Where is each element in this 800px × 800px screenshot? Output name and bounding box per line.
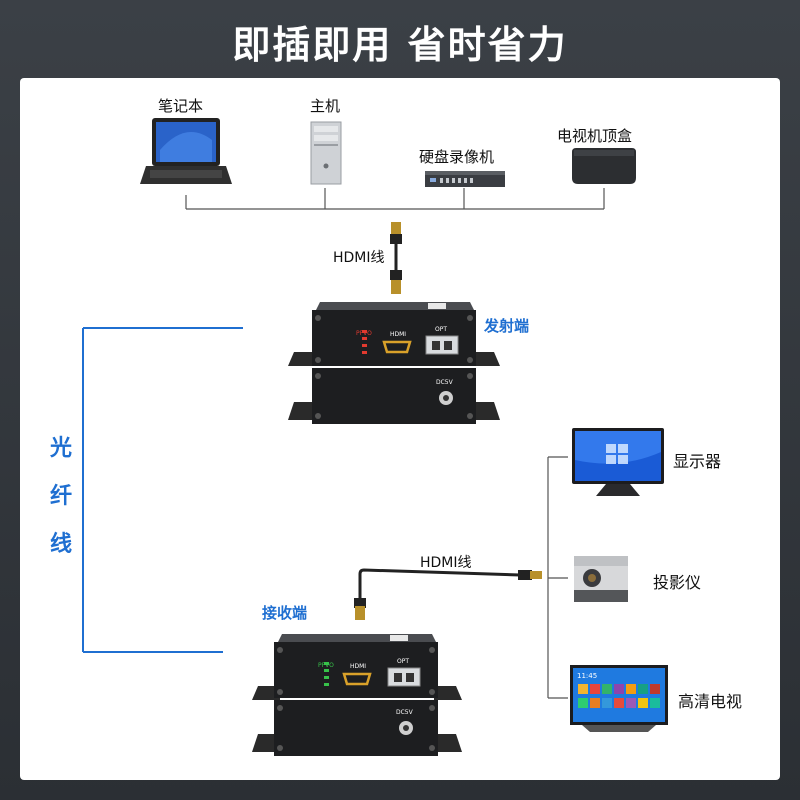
tv-clock: 11:45 — [577, 672, 597, 680]
receiver-led-indicators — [324, 662, 329, 686]
monitor-icon — [572, 428, 664, 496]
display-label-monitor: 显示器 — [673, 452, 722, 471]
fiber-bracket — [82, 327, 243, 653]
source-label-laptop: 笔记本 — [158, 97, 204, 115]
fiber-label-char-1: 光 — [50, 436, 73, 461]
transmitter-label: 发射端 — [484, 317, 530, 335]
source-bus — [185, 188, 605, 210]
display-label-hdtv: 高清电视 — [678, 692, 743, 711]
hdmi-port — [342, 672, 372, 686]
fiber-port — [425, 335, 459, 355]
dvr-recorder-icon — [425, 171, 505, 187]
hdmi-cable-bottom — [354, 568, 542, 620]
transmitter-device — [288, 302, 500, 424]
fiber-label-char-2: 纤 — [50, 484, 73, 509]
tx-led-letters: PFVO — [356, 330, 372, 337]
rx-led-letters: PFVO — [318, 662, 334, 669]
hdmi-port — [382, 340, 412, 354]
set-top-box-icon — [572, 148, 636, 184]
hdmi-cable-label-bottom: HDMI线 — [420, 555, 472, 571]
receiver-label: 接收端 — [262, 604, 308, 622]
transmitter-led-indicators — [362, 330, 367, 354]
projector-icon — [574, 556, 628, 602]
fiber-label-char-3: 线 — [50, 532, 73, 557]
banner-title: 即插即用 省时省力 — [232, 23, 568, 67]
hdmi-cable-top — [390, 222, 402, 294]
tx-hdmi-port-label: HDMI — [390, 331, 406, 338]
display-bracket — [547, 456, 568, 699]
source-label-set-top-box: 电视机顶盒 — [557, 127, 633, 145]
source-label-desktop: 主机 — [310, 97, 341, 115]
laptop-icon — [140, 118, 232, 184]
tx-opt-port-label: OPT — [435, 326, 447, 333]
content-card — [20, 78, 780, 780]
hdmi-cable-label-top: HDMI线 — [333, 250, 385, 266]
desktop-tower-icon — [310, 121, 342, 185]
source-label-dvr: 硬盘录像机 — [419, 148, 495, 166]
rx-hdmi-port-label: HDMI — [350, 663, 366, 670]
tx-power-label: DC5V — [436, 379, 454, 386]
rx-power-label: DC5V — [396, 709, 414, 716]
rx-opt-port-label: OPT — [397, 658, 409, 665]
fiber-port — [387, 667, 421, 687]
receiver-device — [252, 634, 462, 756]
display-label-projector: 投影仪 — [653, 573, 702, 592]
hdtv-icon — [570, 665, 668, 732]
